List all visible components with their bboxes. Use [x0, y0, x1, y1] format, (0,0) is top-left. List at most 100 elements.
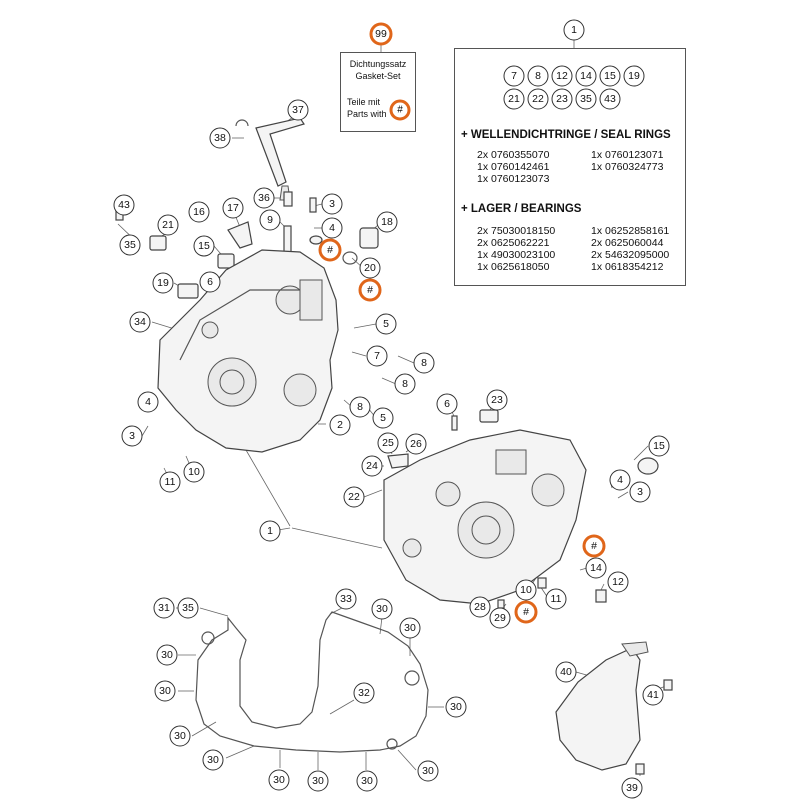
- svg-text:30: 30: [404, 622, 416, 634]
- callout-16[interactable]: 16: [188, 201, 210, 223]
- callout-22[interactable]: 22: [343, 486, 365, 508]
- callout-6[interactable]: 6: [436, 393, 458, 415]
- callout-15[interactable]: 15: [193, 235, 215, 257]
- callout-30[interactable]: 30: [417, 760, 439, 782]
- svg-text:4: 4: [617, 474, 623, 486]
- callout-99[interactable]: 99: [369, 22, 393, 46]
- callout-30[interactable]: 30: [356, 770, 378, 792]
- svg-text:15: 15: [653, 440, 665, 452]
- svg-text:8: 8: [357, 401, 363, 413]
- callout-7[interactable]: 7: [366, 345, 388, 367]
- callout-4[interactable]: 4: [321, 217, 343, 239]
- gasket-card-parts-de: Teile mit: [347, 97, 381, 107]
- seal-ring-part: 2x 0760355070: [477, 149, 550, 161]
- svg-text:30: 30: [312, 775, 324, 787]
- callout-30[interactable]: 30: [268, 769, 290, 791]
- callout-40[interactable]: 40: [555, 661, 577, 683]
- callout-30[interactable]: 30: [371, 598, 393, 620]
- callout-14[interactable]: 14: [585, 557, 607, 579]
- callout-11[interactable]: 11: [545, 588, 567, 610]
- callout-hash-2[interactable]: #: [358, 278, 382, 302]
- callout-38[interactable]: 38: [209, 127, 231, 149]
- callout-3[interactable]: 3: [629, 481, 651, 503]
- callout-37[interactable]: 37: [287, 99, 309, 121]
- svg-text:24: 24: [366, 460, 378, 472]
- callout-29[interactable]: 29: [489, 607, 511, 629]
- callout-3[interactable]: 3: [321, 193, 343, 215]
- svg-text:#: #: [327, 244, 333, 256]
- callout-hash-3[interactable]: #: [582, 534, 606, 558]
- callout-28[interactable]: 28: [469, 596, 491, 618]
- callout-5[interactable]: 5: [375, 313, 397, 335]
- gasket-set-card: Dichtungssatz Gasket-Set Teile mit Parts…: [340, 52, 416, 132]
- svg-text:38: 38: [214, 132, 226, 144]
- seal-ring-part: 1x 0760142461: [477, 161, 550, 173]
- callout-10[interactable]: 10: [183, 461, 205, 483]
- callout-24[interactable]: 24: [361, 455, 383, 477]
- callout-41[interactable]: 41: [642, 684, 664, 706]
- callout-30[interactable]: 30: [202, 749, 224, 771]
- callout-30[interactable]: 30: [399, 617, 421, 639]
- callout-15[interactable]: 15: [648, 435, 670, 457]
- svg-text:30: 30: [159, 685, 171, 697]
- svg-text:41: 41: [647, 689, 659, 701]
- callout-11[interactable]: 11: [159, 471, 181, 493]
- callout-39[interactable]: 39: [621, 777, 643, 799]
- svg-text:3: 3: [329, 198, 335, 210]
- callout-36[interactable]: 36: [253, 187, 275, 209]
- callout-19[interactable]: 19: [152, 272, 174, 294]
- callout-32[interactable]: 32: [353, 682, 375, 704]
- callout-10[interactable]: 10: [515, 579, 537, 601]
- svg-text:31: 31: [158, 602, 170, 614]
- svg-text:30: 30: [273, 774, 285, 786]
- seal-rings-title: + WELLENDICHTRINGE / SEAL RINGS: [461, 129, 671, 141]
- callout-4[interactable]: 4: [609, 469, 631, 491]
- callout-31[interactable]: 31: [153, 597, 175, 619]
- callout-3[interactable]: 3: [121, 425, 143, 447]
- callout-8[interactable]: 8: [349, 396, 371, 418]
- callout-hash-1[interactable]: #: [318, 238, 342, 262]
- svg-text:29: 29: [494, 612, 506, 624]
- svg-text:6: 6: [444, 398, 450, 410]
- callout-35[interactable]: 35: [177, 597, 199, 619]
- svg-text:15: 15: [604, 70, 616, 82]
- callout-2[interactable]: 2: [329, 414, 351, 436]
- svg-text:14: 14: [590, 562, 602, 574]
- callout-1[interactable]: 1: [259, 520, 281, 542]
- callout-30[interactable]: 30: [307, 770, 329, 792]
- callout-34[interactable]: 34: [129, 311, 151, 333]
- callout-18[interactable]: 18: [376, 211, 398, 233]
- callout-20[interactable]: 20: [359, 257, 381, 279]
- callout-hash-4[interactable]: #: [514, 600, 538, 624]
- callout-9[interactable]: 9: [259, 209, 281, 231]
- callout-8[interactable]: 8: [413, 352, 435, 374]
- svg-text:21: 21: [162, 219, 174, 231]
- callout-5[interactable]: 5: [372, 407, 394, 429]
- callout-8[interactable]: 8: [394, 373, 416, 395]
- svg-text:22: 22: [348, 491, 360, 503]
- seal-ring-part: 1x 0760324773: [591, 161, 664, 173]
- callout-30[interactable]: 30: [169, 725, 191, 747]
- svg-text:30: 30: [450, 701, 462, 713]
- svg-text:#: #: [397, 105, 403, 116]
- callout-30[interactable]: 30: [154, 680, 176, 702]
- callout-33[interactable]: 33: [335, 588, 357, 610]
- svg-text:20: 20: [364, 262, 376, 274]
- seal-ring-part: 1x 0760123071: [591, 149, 664, 161]
- callout-4[interactable]: 4: [137, 391, 159, 413]
- callout-12[interactable]: 12: [607, 571, 629, 593]
- callout-17[interactable]: 17: [222, 197, 244, 219]
- callout-43[interactable]: 43: [113, 194, 135, 216]
- svg-text:11: 11: [551, 593, 562, 605]
- included-parts-callouts: 7 8 12 14 15 19 21 22 23 35 43: [503, 65, 645, 110]
- callout-6[interactable]: 6: [199, 271, 221, 293]
- callout-23[interactable]: 23: [486, 389, 508, 411]
- callout-30[interactable]: 30: [156, 644, 178, 666]
- callout-1-info[interactable]: 1: [563, 19, 585, 41]
- callout-35[interactable]: 35: [119, 234, 141, 256]
- callout-21[interactable]: 21: [157, 214, 179, 236]
- callout-25[interactable]: 25: [377, 432, 399, 454]
- callout-30[interactable]: 30: [445, 696, 467, 718]
- callout-26[interactable]: 26: [405, 433, 427, 455]
- svg-text:12: 12: [612, 576, 624, 588]
